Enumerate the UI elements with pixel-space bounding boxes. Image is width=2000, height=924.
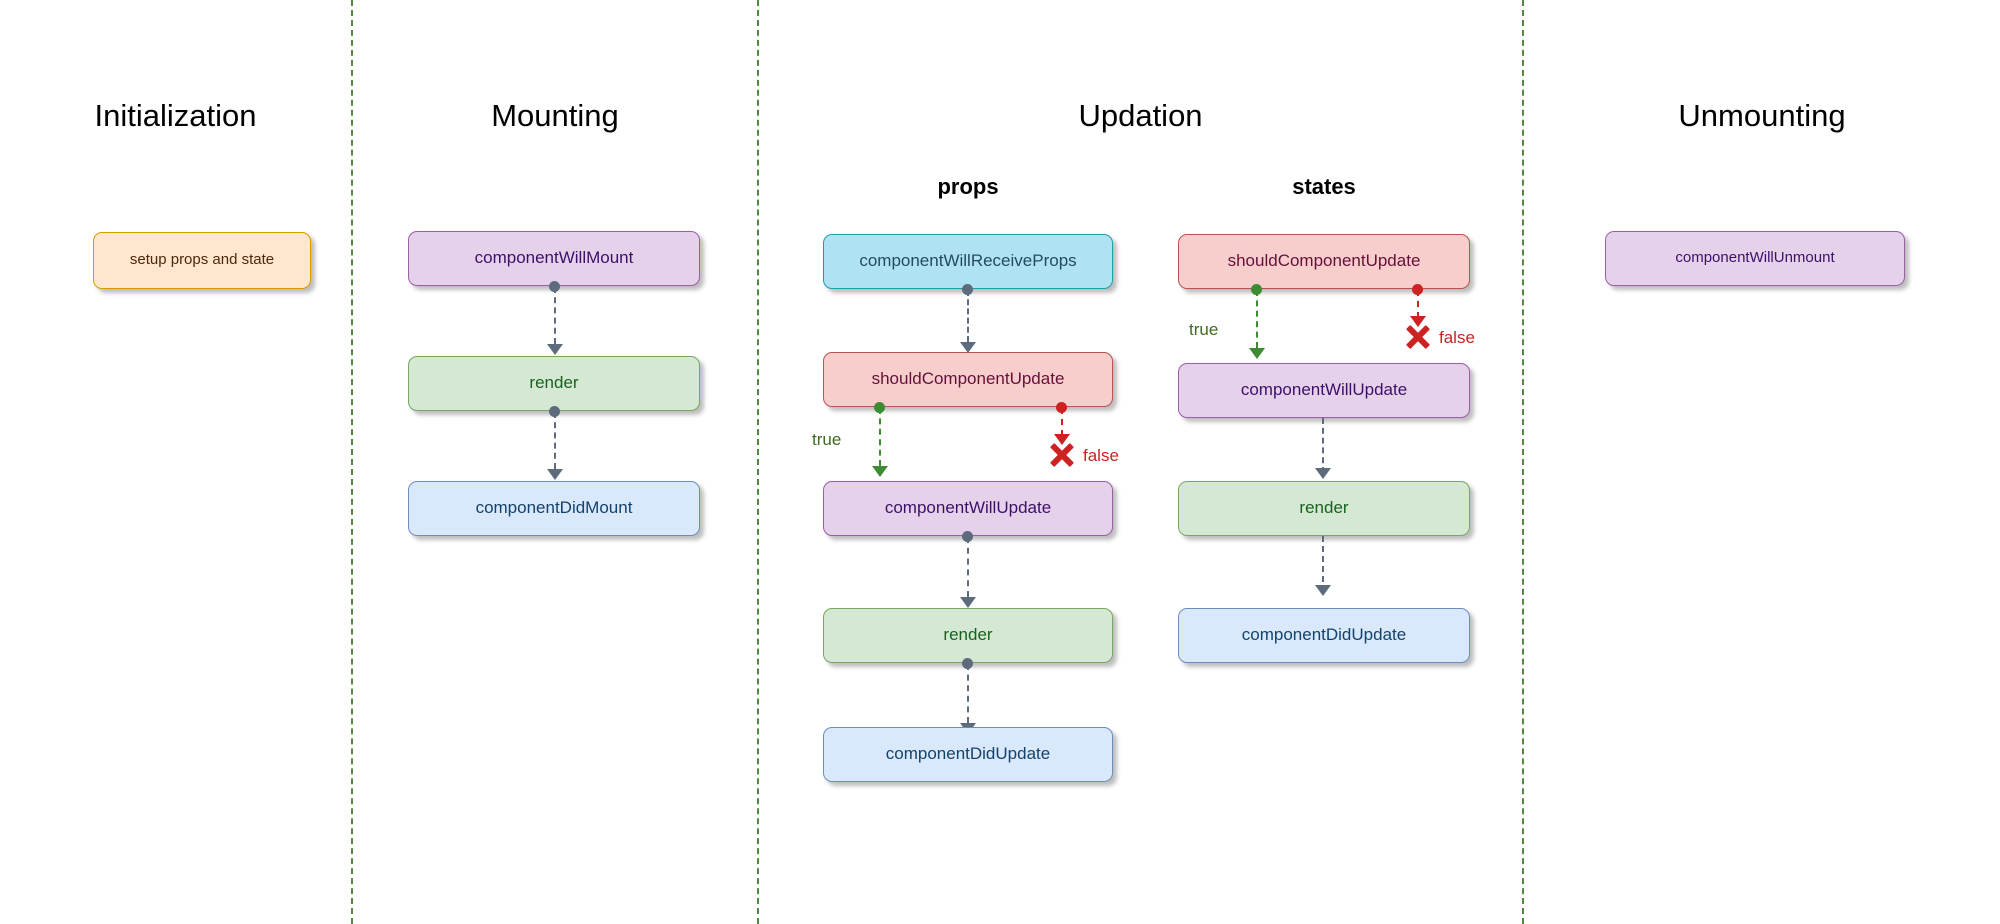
node-props-should-component-update[interactable]: shouldComponentUpdate [823, 352, 1113, 407]
node-states-should-component-update[interactable]: shouldComponentUpdate [1178, 234, 1470, 289]
node-states-component-did-update[interactable]: componentDidUpdate [1178, 608, 1470, 663]
section-title-updation: Updation [1078, 98, 1203, 133]
node-component-did-mount[interactable]: componentDidMount [408, 481, 700, 536]
connector-arrow-props-1 [960, 342, 976, 353]
node-props-component-did-update[interactable]: componentDidUpdate [823, 727, 1113, 782]
branch-label-states-true: true [1189, 320, 1219, 339]
branch-line-states-false [1417, 290, 1419, 318]
branch-arrow-states-false [1410, 316, 1426, 327]
connector-arrow-mount-1 [547, 344, 563, 355]
branch-line-states-true [1256, 290, 1258, 348]
branch-arrow-props-true [872, 466, 888, 477]
connector-arrow-states-2 [1315, 585, 1331, 596]
node-component-will-mount[interactable]: componentWillMount [408, 231, 700, 286]
connector-arrow-props-2 [960, 597, 976, 608]
connector-line-states-1 [1322, 418, 1324, 473]
stop-x-icon-props [1047, 440, 1077, 470]
connector-line-props-3 [967, 664, 969, 723]
branch-dot-states-false [1412, 284, 1423, 295]
connector-line-states-2 [1322, 536, 1324, 592]
section-title-mounting: Mounting [491, 98, 619, 133]
branch-label-props-true: true [812, 430, 842, 449]
node-setup-props-and-state[interactable]: setup props and state [93, 232, 311, 289]
subsection-title-props: props [937, 174, 999, 199]
branch-dot-props-false [1056, 402, 1067, 413]
section-divider-2 [757, 0, 759, 924]
node-component-will-unmount[interactable]: componentWillUnmount [1605, 231, 1905, 286]
connector-dot-props-2 [962, 531, 973, 542]
connector-dot-mount-2 [549, 406, 560, 417]
node-props-component-will-update[interactable]: componentWillUpdate [823, 481, 1113, 536]
connector-dot-props-1 [962, 284, 973, 295]
branch-arrow-props-false [1054, 434, 1070, 445]
branch-line-props-true [879, 408, 881, 466]
stop-x-icon-states [1403, 322, 1433, 352]
section-title-initialization: Initialization [94, 98, 257, 133]
node-states-render[interactable]: render [1178, 481, 1470, 536]
branch-arrow-states-true [1249, 348, 1265, 359]
section-title-unmounting: Unmounting [1678, 98, 1846, 133]
section-divider-3 [1522, 0, 1524, 924]
node-component-will-receive-props[interactable]: componentWillReceiveProps [823, 234, 1113, 289]
connector-arrow-mount-2 [547, 469, 563, 480]
node-props-render[interactable]: render [823, 608, 1113, 663]
section-divider-1 [351, 0, 353, 924]
connector-arrow-states-1 [1315, 468, 1331, 479]
subsection-title-states: states [1292, 174, 1356, 199]
branch-dot-states-true [1251, 284, 1262, 295]
branch-dot-props-true [874, 402, 885, 413]
branch-label-states-false: false [1439, 328, 1475, 347]
branch-label-props-false: false [1083, 446, 1119, 465]
connector-line-mount-1 [554, 287, 556, 344]
connector-dot-props-3 [962, 658, 973, 669]
connector-line-mount-2 [554, 412, 556, 469]
node-states-component-will-update[interactable]: componentWillUpdate [1178, 363, 1470, 418]
node-mount-render[interactable]: render [408, 356, 700, 411]
connector-line-props-2 [967, 537, 969, 597]
branch-line-props-false [1061, 408, 1063, 436]
connector-line-props-1 [967, 290, 969, 342]
connector-dot-mount-1 [549, 281, 560, 292]
